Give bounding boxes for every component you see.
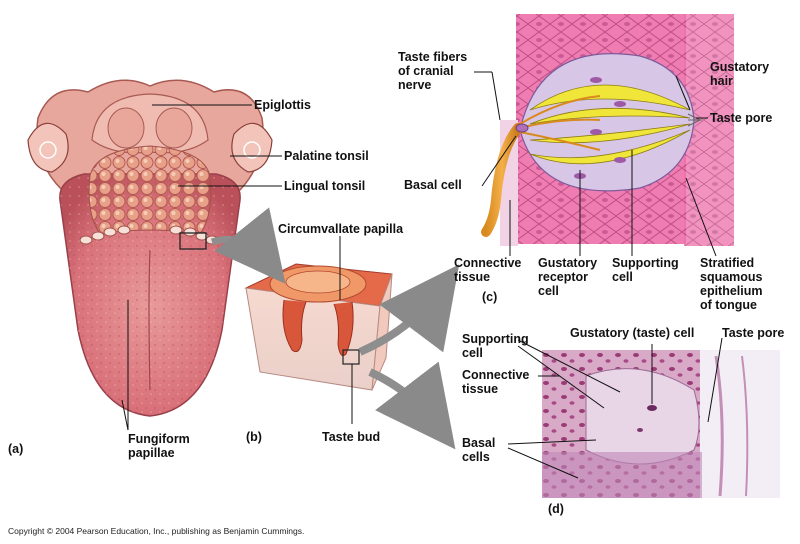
label-circumvallate-papilla: Circumvallate papilla [278,222,404,236]
label-taste-fibers: Taste fibers of cranial nerve [398,50,468,92]
label-stratified-epithelium: Stratified squamous epithelium of tongue [700,256,763,312]
arrow-a-to-b [210,207,286,284]
label-gustatory-hair: Gustatory hair [710,60,770,88]
label-gustatory-taste-cell: Gustatory (taste) cell [570,326,695,340]
panel-label-a: (a) [8,442,24,456]
arrow-b-to-d [368,361,456,450]
label-taste-bud: Taste bud [322,430,381,444]
label-taste-pore-d: Taste pore [722,326,785,340]
label-gustatory-receptor-cell: Gustatory receptor cell [538,256,598,298]
tongue-illustration [27,79,273,417]
circumvallate-block [244,263,393,391]
arrow-b-to-c [358,264,460,356]
label-basal-cells: Basal cells [462,436,496,464]
label-connective-tissue-c: Connective tissue [454,256,522,284]
histology-micrograph [542,350,780,498]
label-palatine-tonsil: Palatine tonsil [284,149,369,163]
label-lingual-tonsil: Lingual tonsil [284,179,366,193]
copyright-notice: Copyright © 2004 Pearson Education, Inc.… [8,526,305,536]
label-supporting-cell-d: Supporting cell [462,332,529,360]
label-epiglottis: Epiglottis [254,98,311,112]
label-fungiform-papillae: Fungiform papillae [128,432,190,460]
panel-label-d: (d) [548,502,564,516]
taste-bud-diagram [481,14,734,246]
panel-label-b: (b) [246,430,262,444]
label-connective-tissue-d: Connective tissue [462,368,530,396]
panel-label-c: (c) [482,290,498,304]
label-supporting-cell-c: Supporting cell [612,256,679,284]
label-taste-pore-c: Taste pore [710,111,773,125]
label-basal-cell: Basal cell [404,178,462,192]
leader-lines [121,71,723,479]
